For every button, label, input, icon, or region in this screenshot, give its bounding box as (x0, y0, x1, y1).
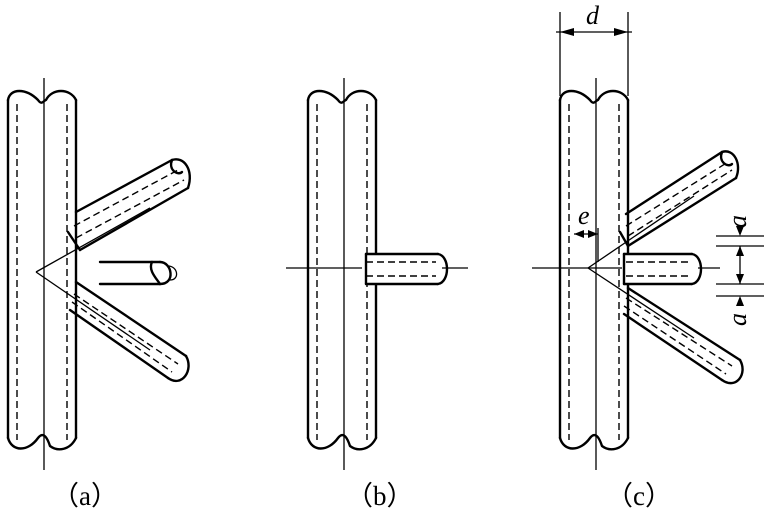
lower-brace-a (68, 280, 190, 382)
label-a-upper: a (723, 215, 752, 228)
horizontal-member-a (98, 260, 178, 286)
chord-c (558, 89, 630, 451)
branch-b (362, 252, 449, 286)
chord-a (6, 89, 78, 451)
caption-a: （a） (52, 481, 118, 511)
panel-b (286, 78, 468, 470)
brace-axis-upper-a (35, 207, 151, 273)
caption-b: （b） (346, 481, 414, 511)
dimension-e: e (574, 201, 599, 262)
upper-brace-c (618, 150, 740, 248)
panel-c: d (532, 1, 764, 470)
dimension-d: d (556, 1, 632, 96)
label-d: d (586, 1, 600, 30)
brace-axis-upper-c (587, 195, 695, 269)
panel-a (6, 78, 191, 470)
brace-axis-lower-c (587, 267, 695, 339)
label-a-lower: a (723, 313, 752, 326)
branch-c (622, 252, 703, 286)
lower-brace-c (622, 286, 744, 385)
upper-brace-a (66, 158, 191, 252)
dimension-a: a a (716, 215, 764, 326)
label-e: e (578, 201, 590, 230)
caption-c: （c） (606, 481, 672, 511)
brace-axis-lower-a (35, 271, 151, 351)
